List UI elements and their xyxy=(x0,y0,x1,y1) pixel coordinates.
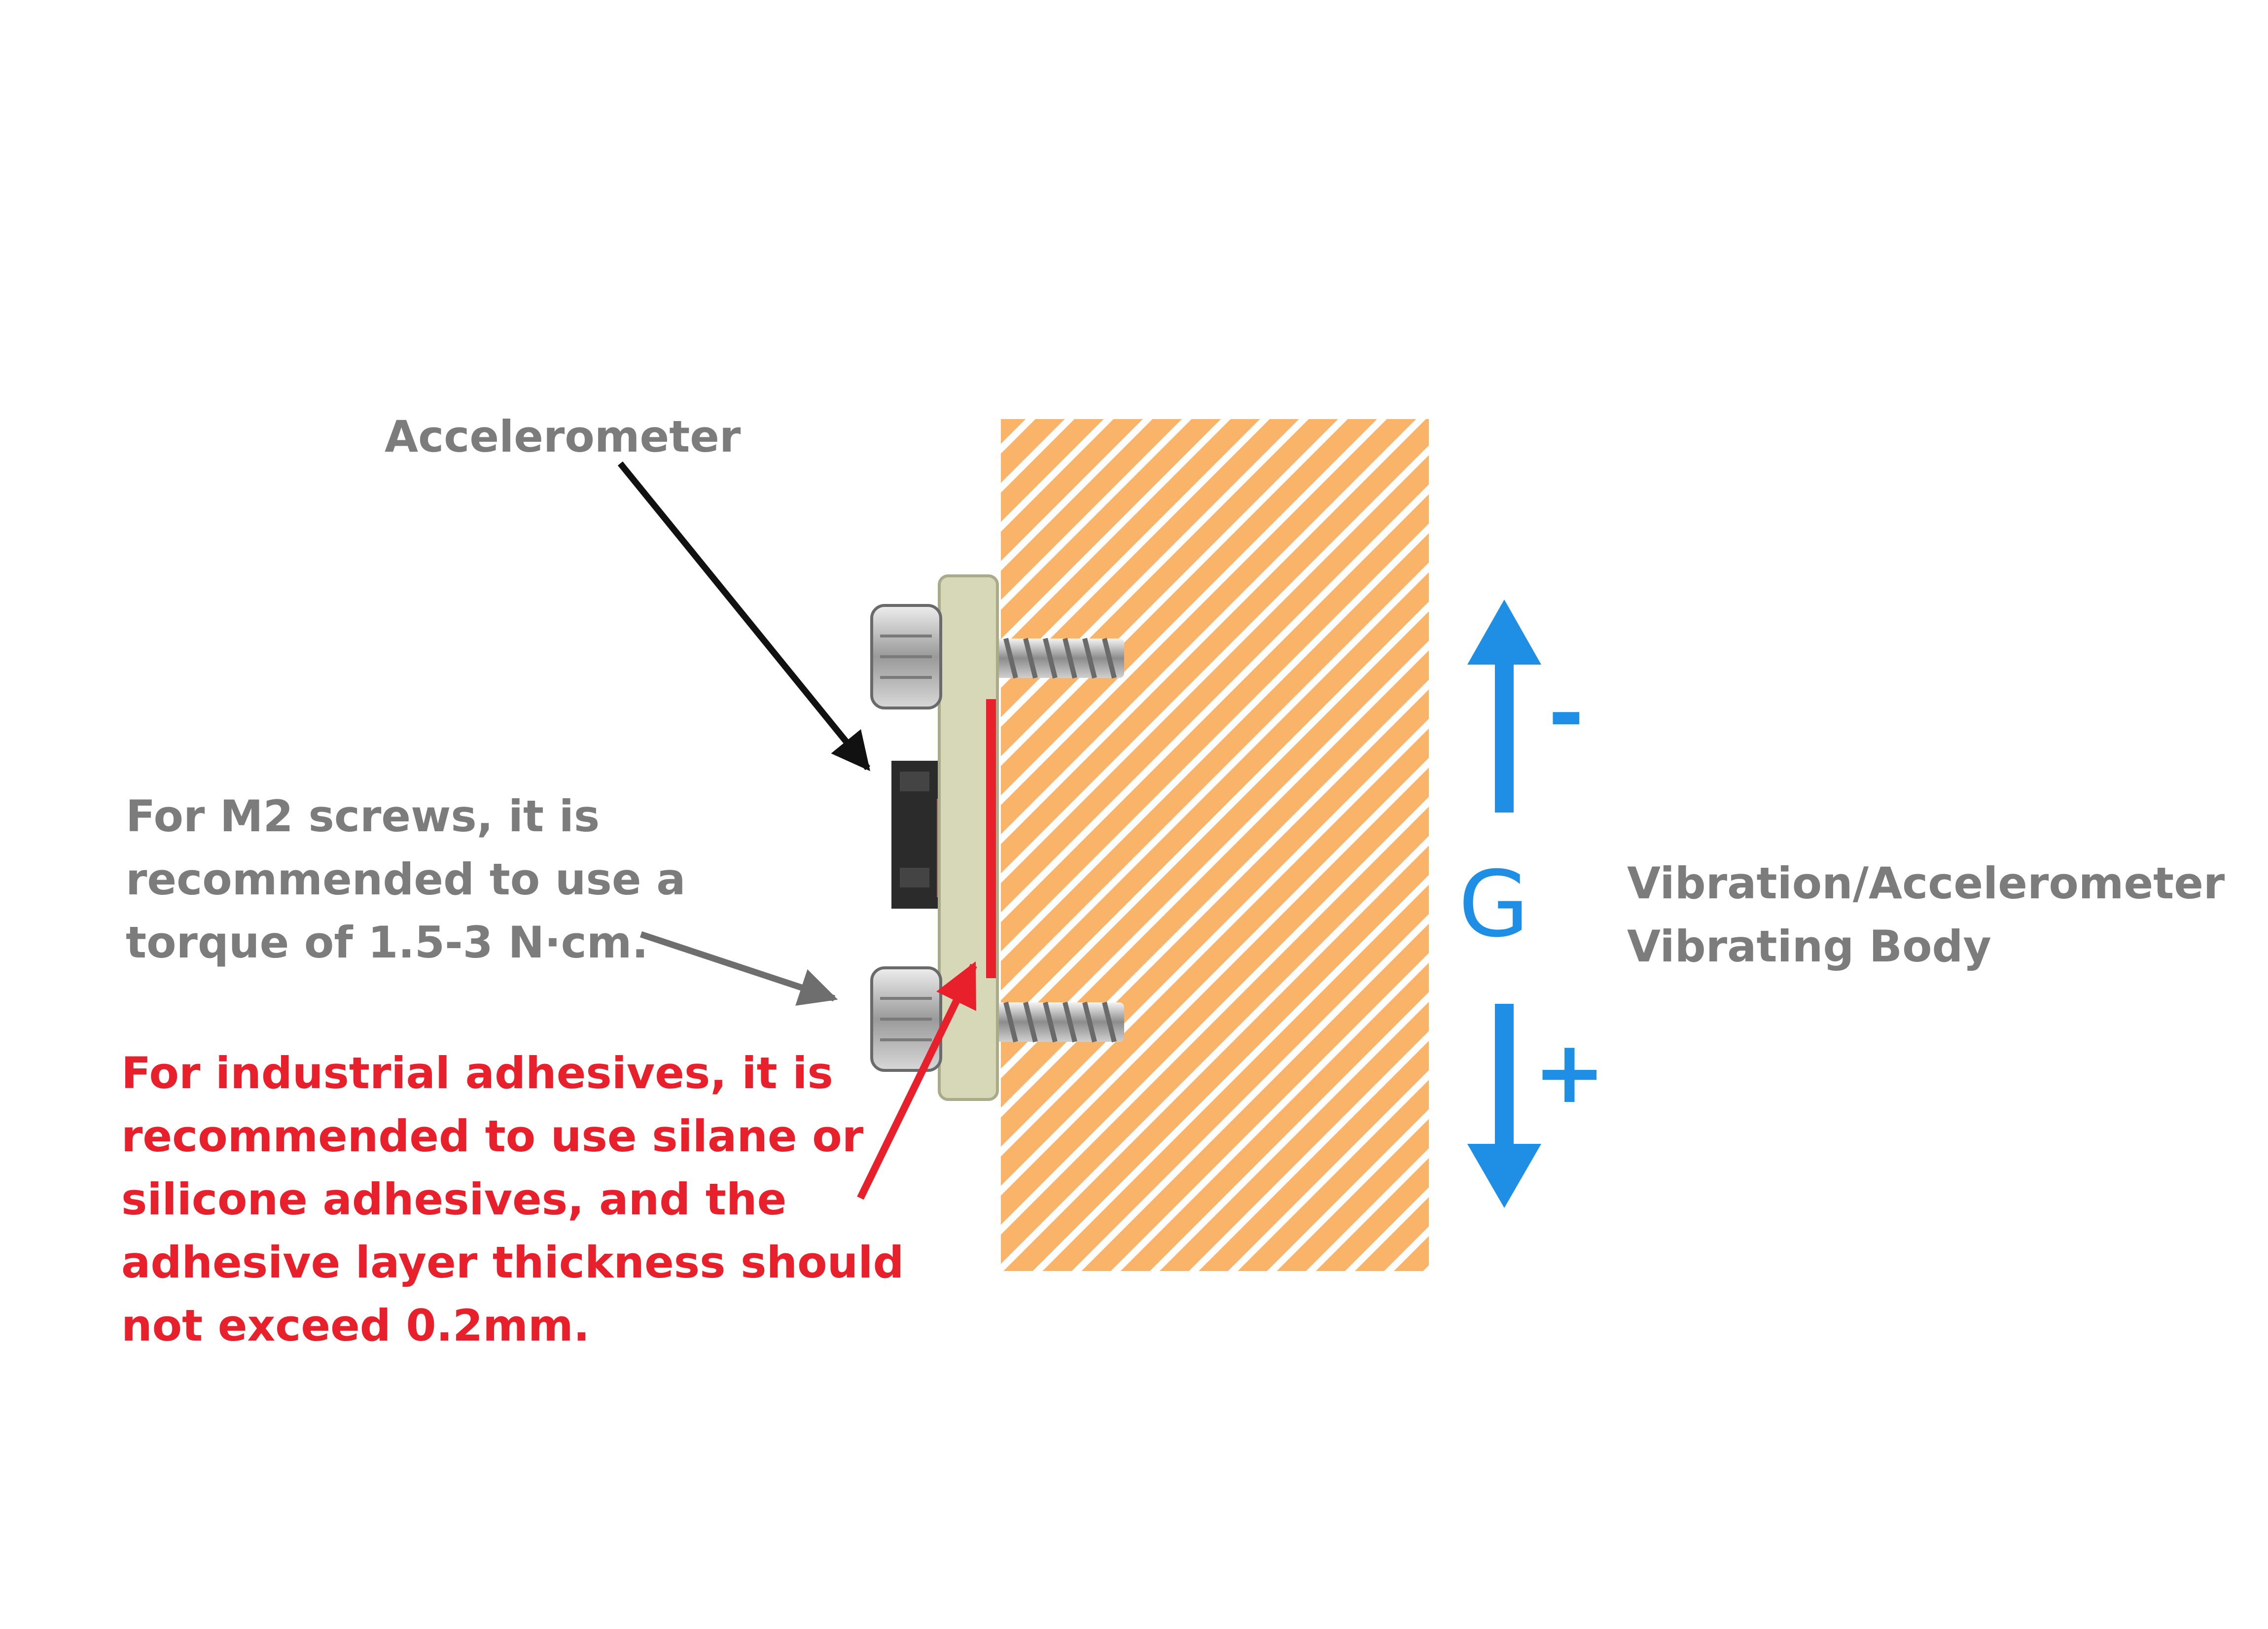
lower-screw-head xyxy=(870,966,942,1072)
g-force-symbol: G xyxy=(1458,851,1529,957)
adhesive-note-line: not exceed 0.2mm. xyxy=(121,1300,590,1351)
down-arrow-icon xyxy=(1467,1004,1541,1208)
accelerometer-label: Accelerometer xyxy=(385,411,741,462)
adhesive-note-line: For industrial adhesives, it is xyxy=(121,1048,833,1098)
adhesive-note-line: silicone adhesives, and the xyxy=(121,1174,787,1225)
adhesive-note-line: adhesive layer thickness should xyxy=(121,1237,904,1288)
screw-note-line: For M2 screws, it is xyxy=(126,791,600,842)
upper-screw-head xyxy=(870,604,942,709)
upper-screw-thread xyxy=(981,637,1124,679)
screw-note-pointer-arrow xyxy=(639,931,838,1006)
body-label-line: Vibration/Accelerometer xyxy=(1627,858,2225,909)
screw-note-line: recommended to use a xyxy=(126,854,686,905)
adhesive-layer xyxy=(986,699,996,978)
up-arrow-icon xyxy=(1467,600,1541,813)
lower-screw-thread xyxy=(981,1001,1124,1043)
adhesive-note-pointer-arrow xyxy=(857,961,977,1200)
adhesive-note-line: recommended to use silane or xyxy=(121,1111,864,1162)
minus-sign: - xyxy=(1548,664,1584,764)
body-label-line: Vibrating Body xyxy=(1627,921,1991,972)
accelerometer-pointer-arrow xyxy=(617,461,871,772)
screw-note-line: torque of 1.5-3 N·cm. xyxy=(126,917,648,968)
vibrating-body xyxy=(1001,419,1429,1271)
plus-sign: + xyxy=(1533,1023,1606,1123)
